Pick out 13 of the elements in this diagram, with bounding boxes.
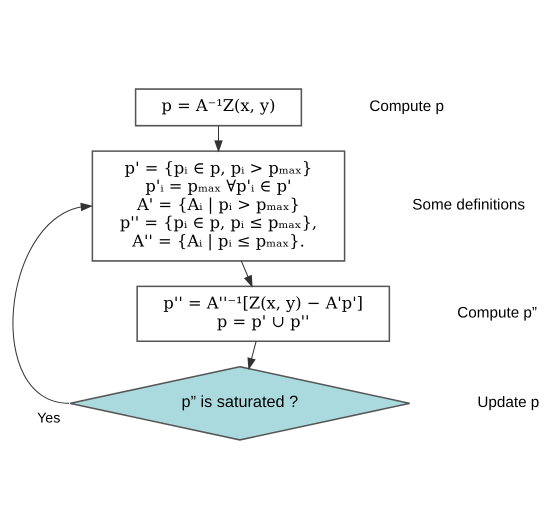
arrow	[12, 202, 93, 404]
arrow	[214, 126, 223, 152]
node-box: p = A⁻¹Z(x, y)	[134, 88, 302, 126]
edge-label: Yes	[37, 410, 60, 426]
node-box: p' = {pᵢ ∈ p, pᵢ > pₘₐₓ} p'ᵢ = pₘₐₓ ∀p'ᵢ ∈ p' A' = {Aᵢ | pᵢ > pₘₐₓ} p'' = {pᵢ ∈ p, pᵢ ≤ pₘₐₓ}, A'' = {Aᵢ | pᵢ ≤ pₘₐₓ}.	[92, 150, 346, 262]
arrow	[247, 340, 257, 370]
arrow	[240, 260, 253, 288]
label: Update p	[477, 393, 540, 410]
node-diamond: p” is saturated ?	[69, 365, 410, 440]
label: Compute p	[369, 97, 444, 114]
node-box: p'' = A''⁻¹[Z(x, y) − A'p'] p = p' ∪ p''	[136, 285, 390, 342]
label: Compute p”	[457, 304, 537, 321]
label: Some definitions	[412, 196, 526, 214]
